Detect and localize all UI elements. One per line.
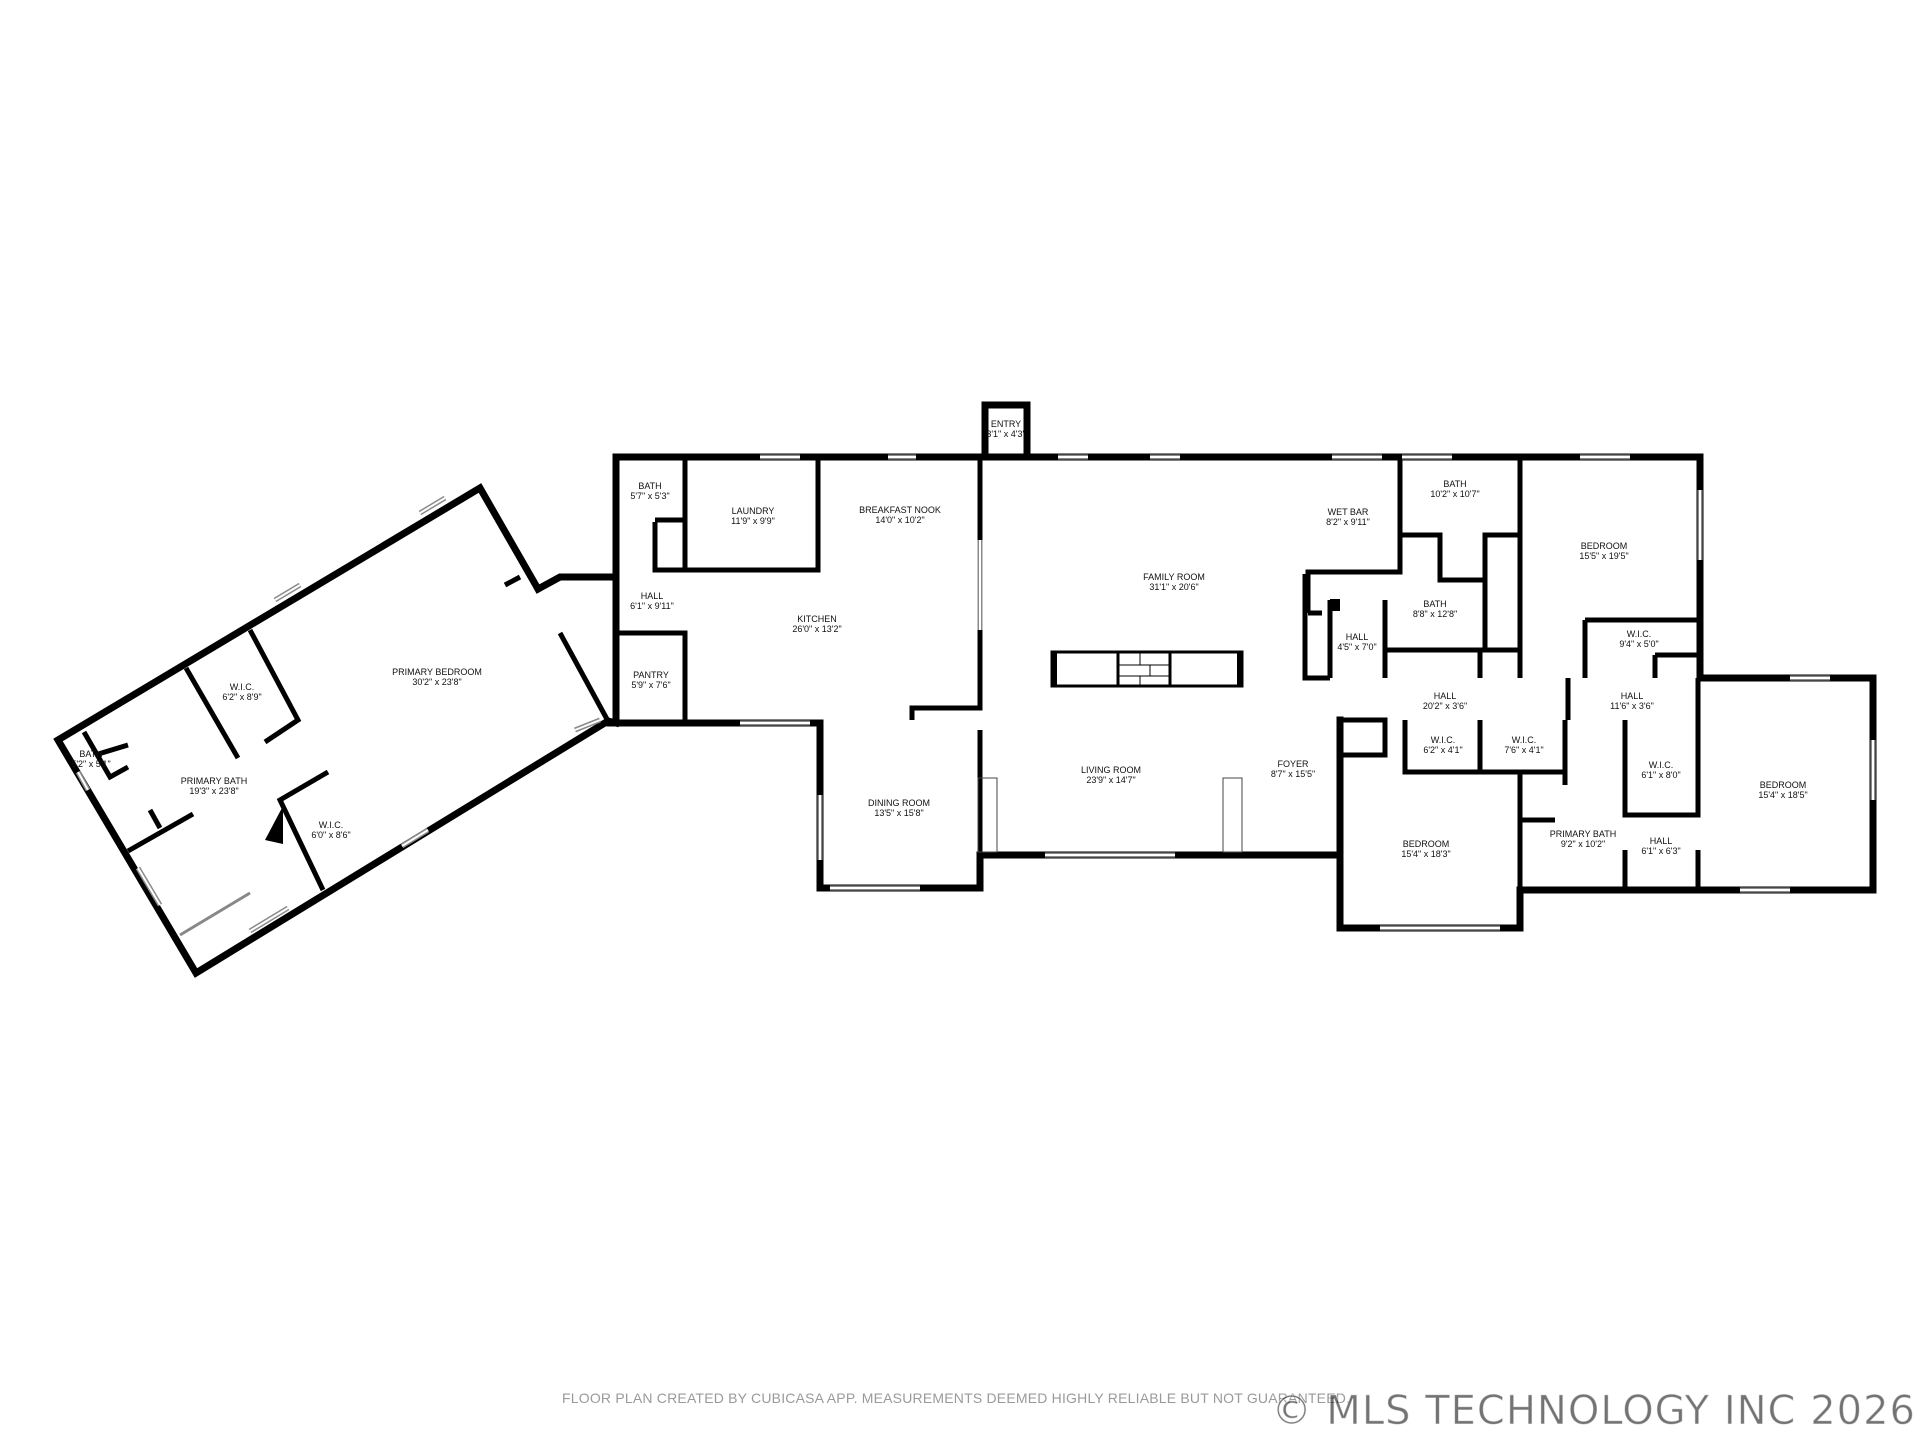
room-label-wic: W.I.C. [319,820,344,830]
room-labels: ENTRY 3'1" x 4'3" BATH 5'7" x 5'3" LAUND… [71,419,1807,859]
room-label-bath: BATH [638,481,661,491]
room-dims-wic: 6'2" x 8'9" [222,692,261,702]
room-dims-entry: 3'1" x 4'3" [986,429,1025,439]
room-label-primary-bath: PRIMARY BATH [181,776,248,786]
room-dims-family-room: 31'1" x 20'6" [1149,582,1198,592]
room-label-wic: W.I.C. [1627,629,1652,639]
room-label-hall: HALL [1434,691,1457,701]
room-label-bath: BATH [1423,599,1446,609]
room-dims-laundry: 11'9" x 9'9" [731,516,775,526]
room-label-hall: HALL [641,591,664,601]
room-label-wet-bar: WET BAR [1328,507,1369,517]
room-label-family-room: FAMILY ROOM [1143,572,1205,582]
room-label-wic: W.I.C. [1649,760,1674,770]
room-dims-wic: 9'4" x 5'0" [1619,639,1658,649]
room-label-bath: BATH [1443,479,1466,489]
room-dims-breakfast-nook: 14'0" x 10'2" [875,515,924,525]
room-dims-wic: 7'6" x 4'1" [1504,745,1543,755]
room-dims-bedroom: 15'4" x 18'3" [1401,849,1450,859]
room-dims-hall: 11'6" x 3'6" [1610,701,1654,711]
primary-wing-walls [53,483,621,978]
room-dims-living-room: 23'9" x 14'7" [1086,775,1135,785]
room-label-wic: W.I.C. [1431,735,1456,745]
room-dims-wic: 6'0" x 8'6" [311,830,350,840]
room-label-wic: W.I.C. [1512,735,1537,745]
room-dims-wet-bar: 8'2" x 9'11" [1326,517,1370,527]
room-dims-hall: 20'2" x 3'6" [1423,701,1467,711]
copyright-watermark: © MLS TECHNOLOGY INC 2026 [1271,1388,1916,1435]
room-label-entry: ENTRY [991,419,1021,429]
room-dims-wic: 6'1" x 8'0" [1641,770,1680,780]
room-label-wic: W.I.C. [230,682,255,692]
room-dims-kitchen: 26'0" x 13'2" [792,624,841,634]
room-dims-foyer: 8'7" x 15'5" [1271,769,1315,779]
room-dims-bath: 10'2" x 10'7" [1430,489,1479,499]
room-dims-hall: 6'1" x 6'3" [1641,846,1680,856]
disclaimer-text: FLOOR PLAN CREATED BY CUBICASA APP. MEAS… [562,1390,1351,1406]
room-label-hall: HALL [1346,632,1369,642]
room-label-bedroom: BEDROOM [1581,541,1628,551]
room-label-bedroom: BEDROOM [1403,839,1450,849]
room-label-hall: HALL [1621,691,1644,701]
room-dims-primary-bedroom: 30'2" x 23'8" [412,677,461,687]
room-label-breakfast-nook: BREAKFAST NOOK [859,505,941,515]
room-dims-pantry: 5'9" x 7'6" [631,680,670,690]
room-label-hall: HALL [1650,836,1673,846]
room-dims-wic: 6'2" x 4'1" [1423,745,1462,755]
room-label-laundry: LAUNDRY [732,506,775,516]
room-dims-bath: 5'7" x 5'3" [630,491,669,501]
room-dims-primary-bath: 9'2" x 10'2" [1561,839,1605,849]
room-label-bedroom: BEDROOM [1760,780,1807,790]
room-dims-bath: 8'8" x 12'8" [1413,609,1457,619]
room-label-pantry: PANTRY [633,670,669,680]
room-dims-dining-room: 13'5" x 15'8" [874,808,923,818]
room-dims-primary-bath: 19'3" x 23'8" [189,786,238,796]
room-label-primary-bedroom: PRIMARY BEDROOM [392,667,482,677]
room-label-living-room: LIVING ROOM [1081,765,1141,775]
room-dims-hall: 4'5" x 7'0" [1337,642,1376,652]
room-label-dining-room: DINING ROOM [868,798,930,808]
room-dims-hall: 6'1" x 9'11" [630,601,674,611]
room-label-kitchen: KITCHEN [797,614,837,624]
room-dims-bedroom: 15'4" x 18'5" [1758,790,1807,800]
room-label-bath: BATH [79,749,102,759]
windows [75,454,1876,934]
room-dims-bedroom: 15'5" x 19'5" [1579,551,1628,561]
room-label-primary-bath: PRIMARY BATH [1550,829,1617,839]
room-label-foyer: FOYER [1277,759,1309,769]
room-dims-bath: 5'2" x 5'1" [71,759,110,769]
